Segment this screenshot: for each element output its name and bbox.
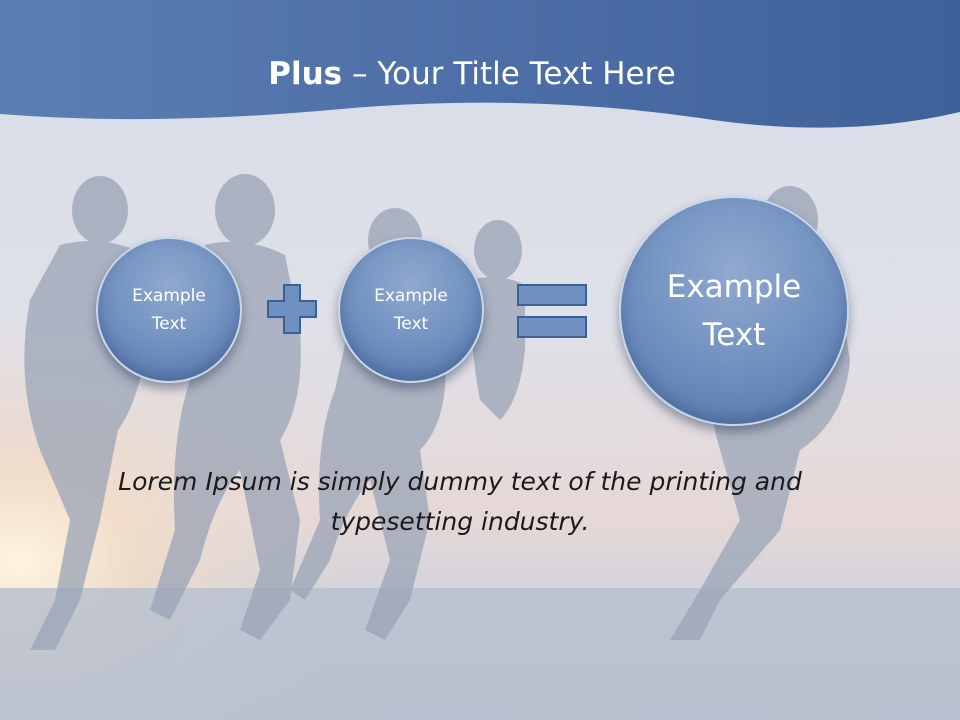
equals-icon [517,284,587,338]
title-bold: Plus [268,56,343,92]
example-circle-2[interactable]: Example Text [338,237,484,383]
example-circle-1[interactable]: Example Text [96,237,242,383]
example-circle-result[interactable]: Example Text [619,196,849,426]
title-rest: – Your Title Text Here [342,56,676,92]
slide-title: Plus – Your Title Text Here [0,48,944,100]
body-text: Lorem Ipsum is simply dummy text of the … [118,467,802,536]
plus-icon [267,284,317,334]
circle-1-label: Example Text [132,286,206,334]
circle-3-label: Example Text [666,269,802,353]
circle-2-label: Example Text [374,286,448,334]
